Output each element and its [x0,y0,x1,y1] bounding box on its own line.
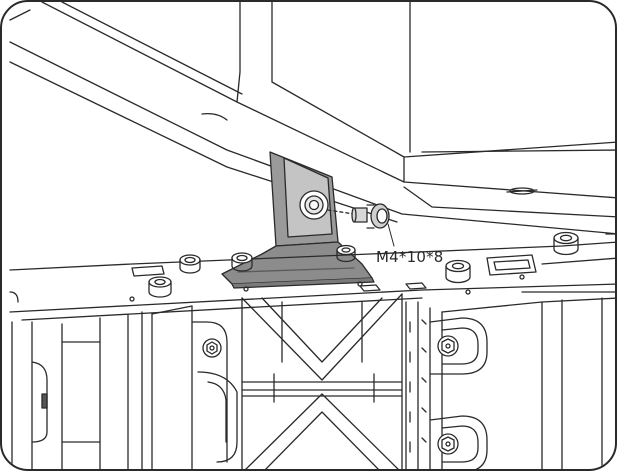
right-rail [405,297,615,469]
corner-bracket [221,151,375,289]
center-bracket-frame [151,293,403,469]
left-handle [191,321,238,463]
bolt [148,276,172,298]
bolt [179,254,201,274]
left-lower-panel [11,311,143,469]
plate-bolts [148,231,579,298]
right-handle-upper [429,317,488,375]
right-handle-lower [429,415,488,469]
upper-frame-beam [9,2,615,235]
bolt [231,252,253,272]
screw-part-callout: M4*10*8 [376,248,444,266]
bolt [553,231,579,256]
bolt [445,259,471,284]
screw-m4 [327,203,395,247]
bolt [336,244,356,263]
